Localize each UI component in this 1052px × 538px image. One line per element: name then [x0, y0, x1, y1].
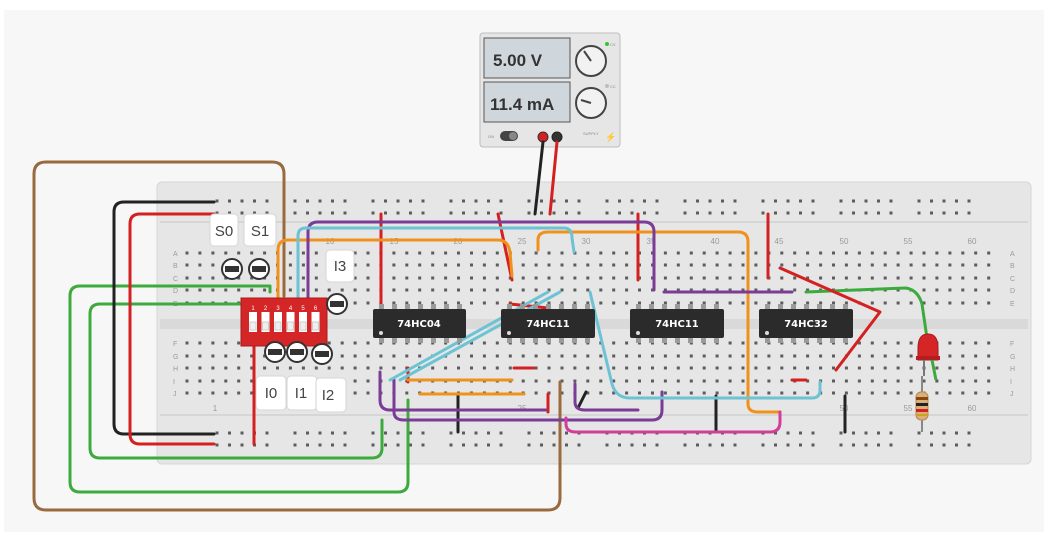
column-number: 50 — [840, 237, 849, 246]
label-s1: S1 — [251, 223, 269, 240]
wire-brown[interactable] — [32, 160, 562, 512]
wire-red-supply[interactable] — [548, 140, 559, 216]
row-letter: G — [173, 354, 178, 361]
positive-terminal[interactable] — [537, 131, 549, 143]
cc-indicator-icon — [605, 84, 609, 88]
current-display — [483, 81, 571, 123]
wire-green-outer[interactable] — [68, 284, 410, 494]
svg-text:74HC32: 74HC32 — [784, 319, 828, 330]
led[interactable] — [916, 333, 940, 381]
voltage-readout: 5.00 V — [493, 51, 543, 70]
row-letter: A — [1010, 251, 1015, 258]
wire-cyan-2[interactable] — [588, 290, 822, 400]
svg-text:74HC04: 74HC04 — [397, 319, 441, 330]
label-i2: I2 — [322, 387, 335, 404]
svg-text:74HC11: 74HC11 — [655, 319, 699, 330]
column-number: 60 — [968, 237, 977, 246]
cc-label: CC — [610, 84, 616, 89]
row-letter: D — [173, 288, 178, 295]
column-number: 25 — [518, 237, 527, 246]
chip-pins — [379, 304, 848, 343]
row-letter: D — [1010, 288, 1015, 295]
column-number: 45 — [775, 237, 784, 246]
row-letter: I — [173, 379, 175, 386]
label-i3: I3 — [334, 258, 347, 275]
dip-switch-number: 2 — [264, 306, 268, 312]
chip-74hc04[interactable]: 74HC04 — [373, 309, 466, 338]
wire-orange-1[interactable] — [276, 238, 514, 300]
on-label: ON — [488, 134, 494, 139]
row-letter: F — [173, 341, 177, 348]
row-letter: C — [1010, 276, 1015, 283]
resistor[interactable] — [915, 376, 929, 432]
voltage-display — [483, 37, 571, 79]
row-letter: B — [173, 263, 178, 270]
dip-switch-number: 3 — [276, 306, 280, 312]
row-letter: F — [1010, 341, 1014, 348]
column-number: 1 — [213, 404, 218, 413]
wire-cyan-1[interactable] — [296, 226, 576, 300]
wire-red-rail[interactable] — [128, 212, 216, 446]
dip-switch[interactable]: 1 2 3 4 5 6 — [240, 297, 328, 347]
row-letter: G — [1010, 354, 1015, 361]
column-number: 30 — [582, 237, 591, 246]
buttons[interactable] — [221, 258, 348, 365]
row-letter: H — [1010, 366, 1015, 373]
chip-74hc11-2[interactable]: 74HC11 — [630, 309, 724, 338]
column-number: 55 — [904, 237, 913, 246]
row-letter: H — [173, 366, 178, 373]
cv-label: CV — [610, 42, 616, 47]
row-letter: J — [1010, 391, 1014, 398]
wire-black-supply[interactable] — [533, 140, 545, 216]
svg-text:SUPPLY: SUPPLY — [583, 131, 599, 136]
dip-switch-number: 6 — [314, 306, 318, 312]
row-letter: B — [1010, 263, 1015, 270]
dip-switch-number: 5 — [301, 306, 305, 312]
cv-indicator-icon — [605, 42, 609, 46]
wire-orange-2[interactable] — [536, 230, 782, 414]
current-readout: 11.4 mA — [490, 95, 554, 114]
row-letter: J — [173, 391, 177, 398]
dip-switch-number: 4 — [289, 306, 293, 312]
row-letter: C — [173, 276, 178, 283]
wire-black-rail[interactable] — [112, 200, 216, 436]
dip-switch-number: 1 — [251, 306, 255, 312]
column-number: 55 — [904, 404, 913, 413]
column-number: 35 — [647, 237, 656, 246]
wire-pink[interactable] — [564, 410, 782, 434]
bolt-icon: ⚡ — [605, 131, 616, 143]
chip-74hc11-1[interactable]: 74HC11 — [501, 309, 595, 338]
row-letter: I — [1010, 379, 1012, 386]
label-i0: I0 — [265, 385, 278, 402]
power-supply[interactable]: 5.00 V 11.4 mA CV CC ON SUPPLY ⚡ — [479, 32, 621, 148]
wire-purple-2[interactable] — [378, 370, 548, 412]
input-labels: S0 S1 I3 I0 I1 I2 — [209, 213, 355, 413]
row-letter: A — [173, 251, 178, 258]
wire-green-led[interactable] — [804, 286, 930, 347]
column-number: 40 — [711, 237, 720, 246]
wire-purple-3[interactable] — [392, 378, 664, 422]
label-s0: S0 — [215, 223, 233, 240]
column-number: 60 — [968, 404, 977, 413]
row-letter: E — [1010, 301, 1015, 308]
wire-green-inner[interactable] — [88, 302, 384, 460]
svg-text:74HC11: 74HC11 — [526, 319, 570, 330]
chip-74hc32[interactable]: 74HC32 — [759, 309, 853, 338]
label-i1: I1 — [295, 385, 308, 402]
